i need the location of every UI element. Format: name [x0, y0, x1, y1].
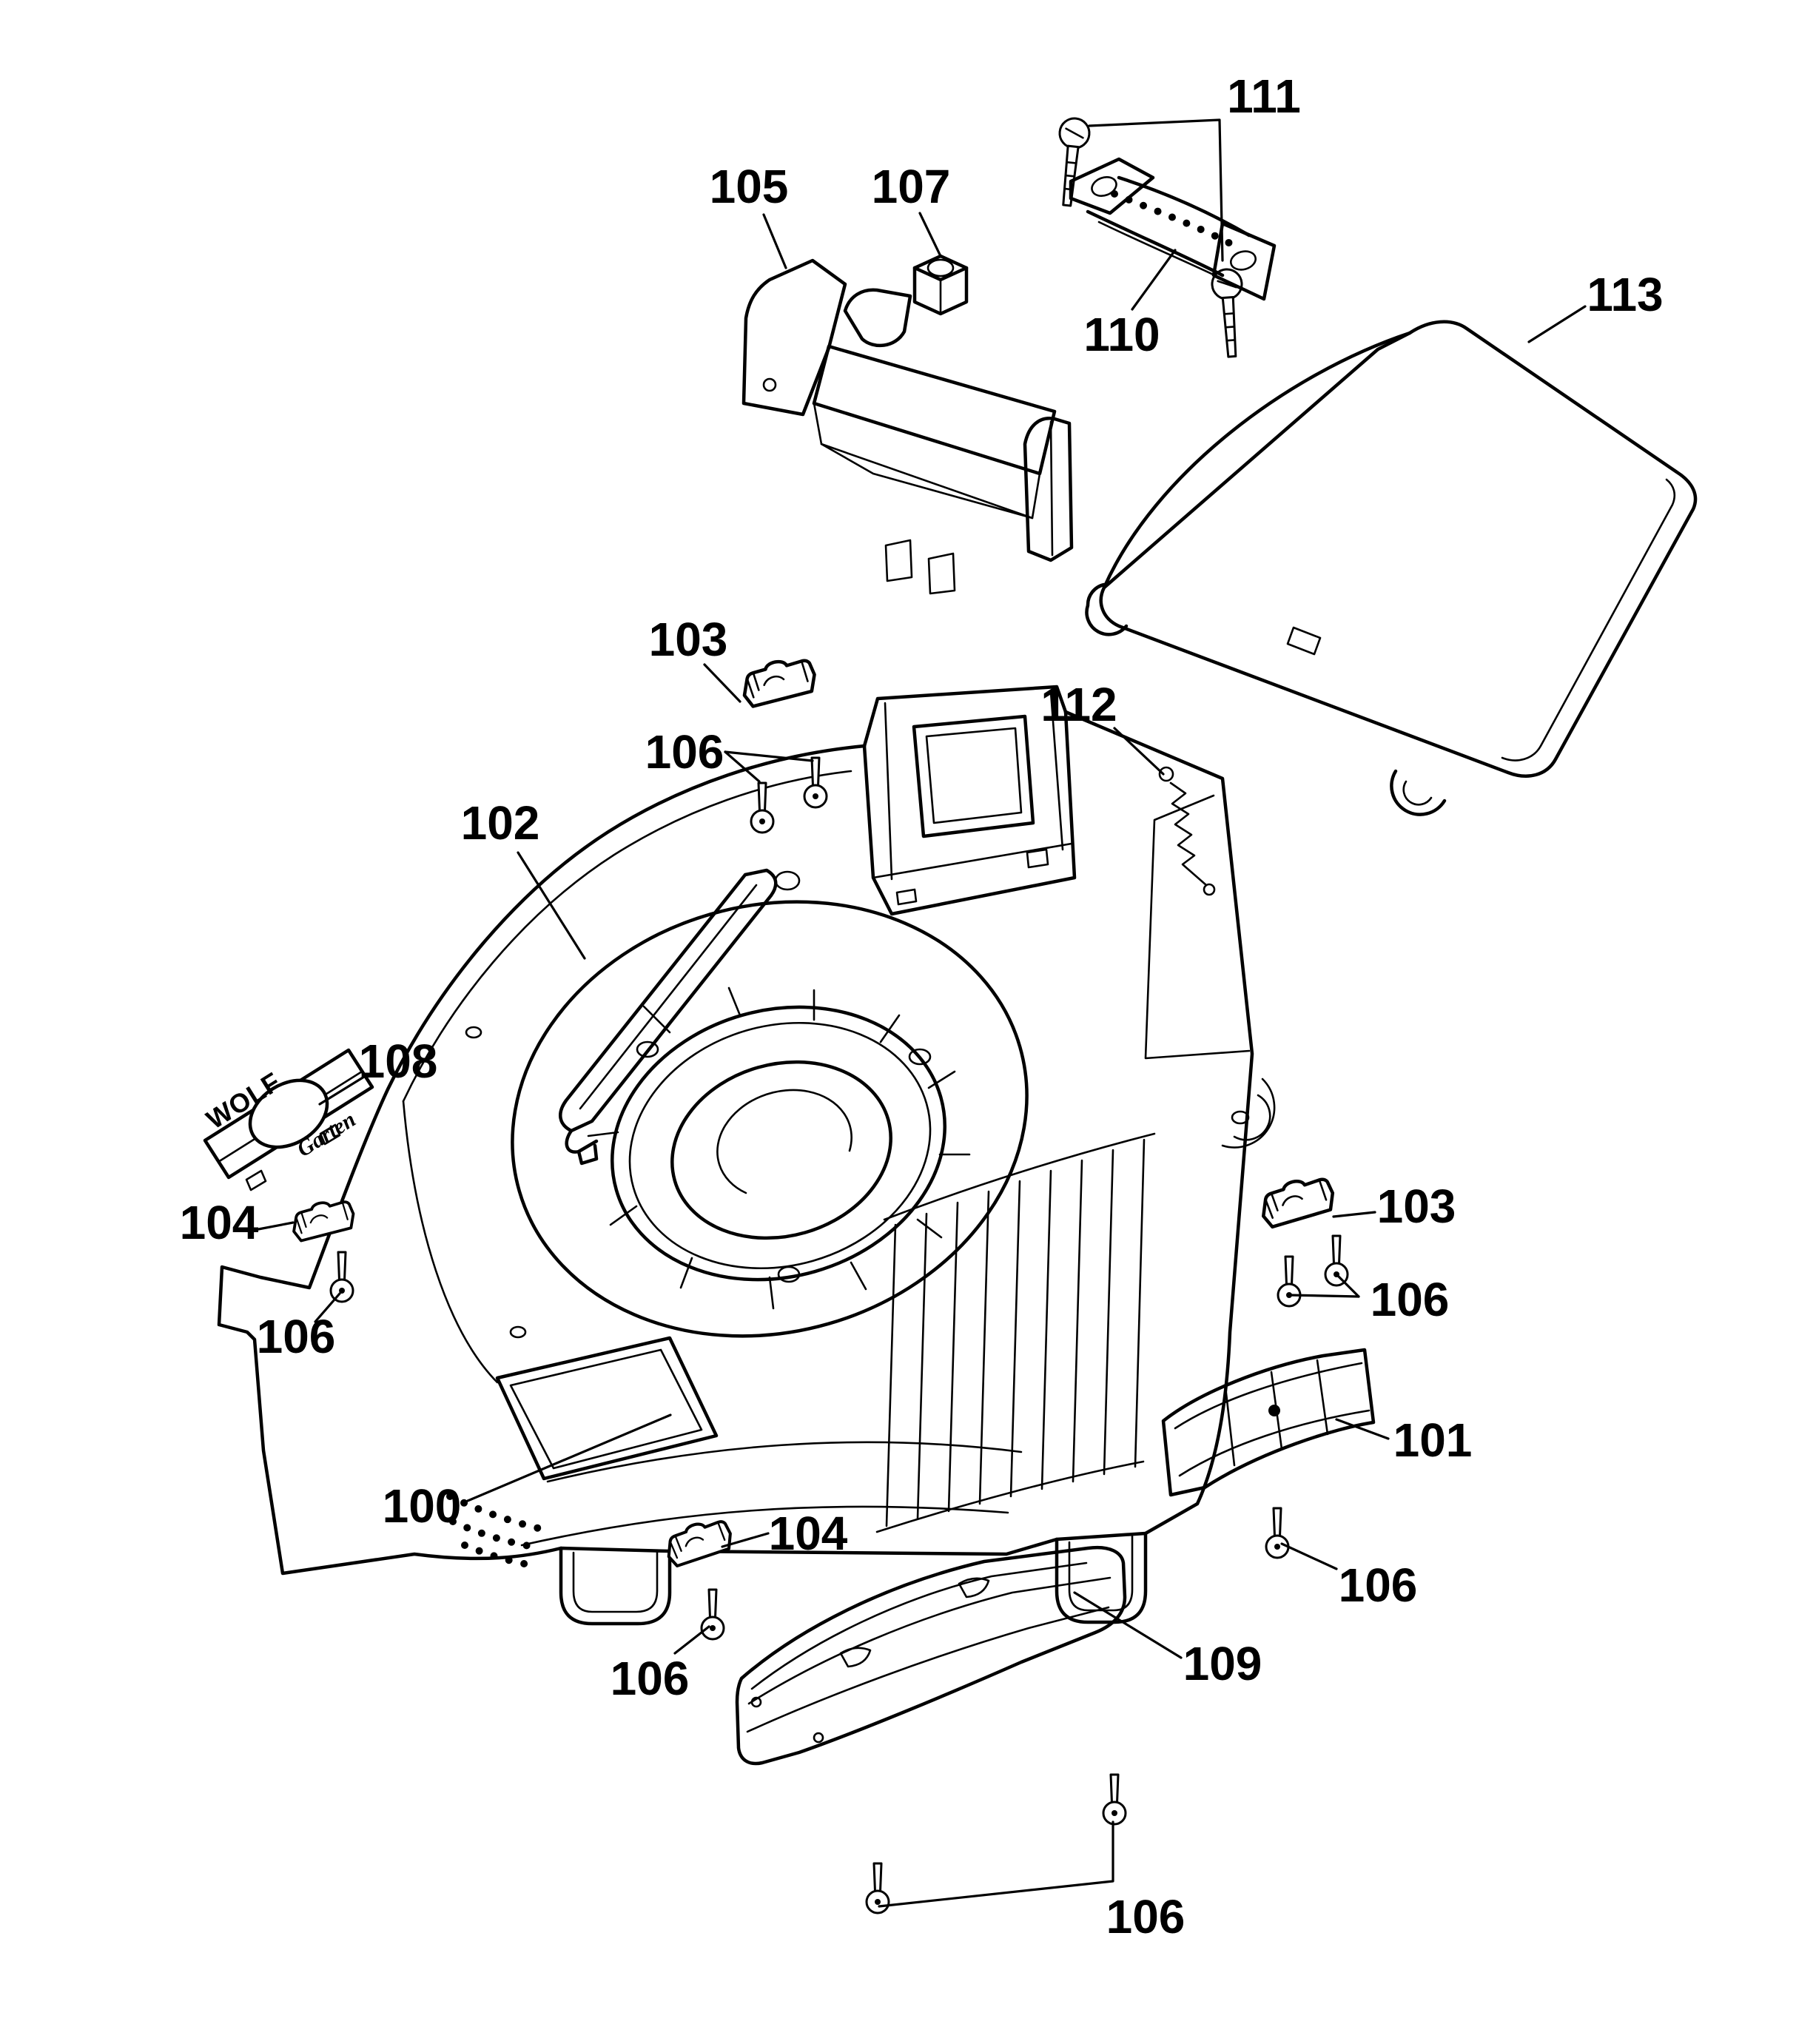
leader-line — [314, 1292, 341, 1323]
part-106-screws — [329, 756, 1349, 1914]
part-107-square-nut-block — [912, 254, 969, 316]
callout-label-106b: 106 — [257, 1310, 336, 1363]
callout-label-104a: 104 — [180, 1196, 259, 1249]
leader-line — [918, 212, 941, 256]
leader-line — [466, 1413, 672, 1502]
part-102-trim-strip — [559, 868, 778, 1166]
callout-111: 111 — [1088, 70, 1301, 262]
callout-label-106f: 106 — [1106, 1890, 1186, 1943]
callout-label-103a: 103 — [649, 613, 728, 666]
callout-label-105: 105 — [710, 160, 789, 213]
callout-104a: 104 — [180, 1196, 295, 1249]
callout-106a: 106 — [645, 725, 814, 783]
leader-line — [1113, 727, 1165, 776]
leader-line — [318, 1075, 366, 1106]
leader-line — [1073, 1591, 1183, 1659]
callout-label-106e: 106 — [1339, 1559, 1418, 1612]
callout-104b: 104 — [721, 1507, 848, 1560]
part-110-carry-handle — [1069, 157, 1277, 301]
callout-100: 100 — [383, 1413, 672, 1533]
leader-line — [1288, 1294, 1360, 1298]
leader-line — [1335, 1273, 1360, 1298]
leader-line — [724, 750, 814, 762]
callout-101: 101 — [1335, 1413, 1473, 1467]
callout-106e: 106 — [1280, 1542, 1418, 1612]
callout-label-111: 111 — [1227, 70, 1301, 123]
part-112-tension-spring — [1158, 766, 1216, 896]
callout-label-106d: 106 — [611, 1652, 690, 1705]
leader-line — [1280, 1542, 1338, 1570]
callout-103b: 103 — [1332, 1180, 1456, 1233]
callout-label-112: 112 — [1040, 678, 1117, 731]
callout-106c: 106 — [1288, 1273, 1450, 1326]
leader-line — [762, 213, 787, 269]
part-101-vent-grate — [1161, 1348, 1376, 1497]
callout-label-110: 110 — [1083, 308, 1160, 361]
callout-label-107: 107 — [872, 160, 951, 213]
callout-label-106c: 106 — [1371, 1273, 1450, 1326]
callout-106f: 106 — [878, 1821, 1186, 1943]
callout-106b: 106 — [257, 1292, 341, 1363]
part-113-rear-flap-lid — [1085, 320, 1698, 816]
callout-106d: 106 — [611, 1625, 710, 1705]
callout-label-104b: 104 — [769, 1507, 848, 1560]
callout-layer: 105 107 111 110 113 103 106 112 102 108 104 106 103 1… — [180, 70, 1664, 1943]
callout-label-101: 101 — [1393, 1413, 1473, 1467]
callout-103a: 103 — [649, 613, 741, 703]
leader-line — [1131, 249, 1177, 311]
callout-label-108: 108 — [359, 1035, 438, 1088]
callout-108: 108 — [318, 1035, 438, 1106]
leader-line — [703, 663, 741, 703]
leader-line — [1527, 305, 1587, 343]
leader-line — [517, 851, 586, 960]
part-103-cable-clip-top — [741, 658, 817, 707]
leader-line — [721, 1532, 770, 1548]
callout-105: 105 — [710, 160, 789, 269]
callout-102: 102 — [461, 796, 586, 960]
callout-label-106a: 106 — [645, 725, 724, 779]
leader-line — [724, 750, 761, 783]
part-105-motor-cover-bracket — [741, 258, 1074, 595]
leader-line — [1332, 1211, 1376, 1218]
callout-110: 110 — [1083, 249, 1177, 361]
part-103-cable-clip-right — [1260, 1177, 1336, 1228]
callout-109: 109 — [1073, 1591, 1262, 1690]
leader-line — [1088, 118, 1224, 262]
callout-label-109: 109 — [1183, 1637, 1262, 1690]
part-108-brand-badge: WOLF Garten — [201, 1048, 374, 1191]
part-100-deck-housing — [217, 685, 1276, 1626]
part-109-front-bumper — [735, 1545, 1127, 1766]
callout-label-103b: 103 — [1377, 1180, 1456, 1233]
leader-line — [673, 1625, 710, 1655]
leader-line — [253, 1221, 295, 1231]
leader-line — [878, 1821, 1114, 1908]
callout-112: 112 — [1040, 678, 1165, 776]
callout-label-100: 100 — [383, 1479, 462, 1533]
callout-label-113: 113 — [1587, 268, 1663, 321]
leader-line — [1335, 1418, 1390, 1440]
callout-107: 107 — [872, 160, 951, 256]
callout-label-102: 102 — [461, 796, 540, 850]
callout-113: 113 — [1527, 268, 1664, 343]
part-104-cable-clip-bottom — [664, 1519, 734, 1567]
part-104-cable-clip-left — [289, 1198, 357, 1243]
